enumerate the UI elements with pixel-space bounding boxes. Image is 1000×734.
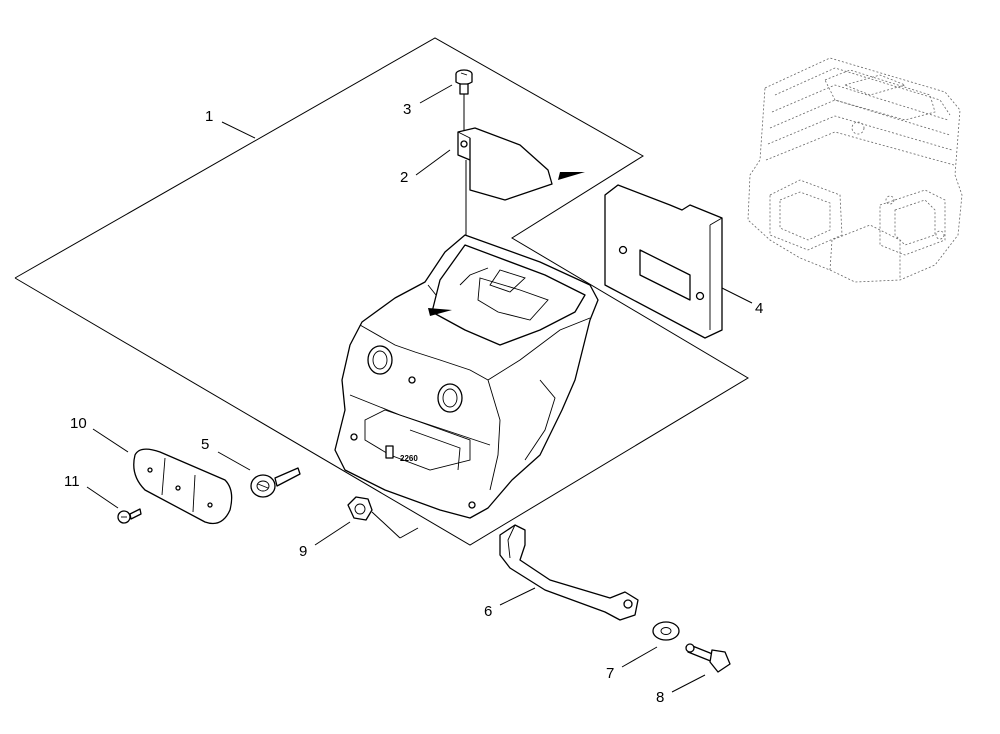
callout-7: 7 <box>606 665 614 682</box>
heat-shield-icon <box>457 127 585 240</box>
bolt-icon <box>250 467 301 498</box>
callout-9: 9 <box>299 543 307 560</box>
callout-labels: 1 2 3 4 5 6 7 8 9 10 11 <box>64 101 763 706</box>
guard-plate-icon <box>133 448 233 525</box>
gasket-plate-icon <box>604 184 723 339</box>
bracket-icon <box>499 524 639 621</box>
callout-11: 11 <box>64 473 80 490</box>
callout-5: 5 <box>201 436 209 453</box>
screw-icon <box>455 69 473 135</box>
muffler-stamp: 2260 <box>400 454 418 463</box>
callout-8: 8 <box>656 689 664 706</box>
callout-4: 4 <box>755 300 763 317</box>
screw-icon <box>117 508 142 524</box>
callout-2: 2 <box>400 169 408 186</box>
muffler-body-icon: 2260 <box>334 234 599 519</box>
callout-1: 1 <box>205 108 213 125</box>
callout-6: 6 <box>484 603 492 620</box>
assembly-outline <box>14 37 749 546</box>
callout-3: 3 <box>403 101 411 118</box>
hex-nut-icon <box>347 496 419 539</box>
washer-icon <box>652 621 680 641</box>
callout-10: 10 <box>70 415 87 432</box>
cylinder-reference-icon <box>747 57 963 283</box>
stud-icon <box>685 643 731 673</box>
leader-lines <box>86 84 753 693</box>
